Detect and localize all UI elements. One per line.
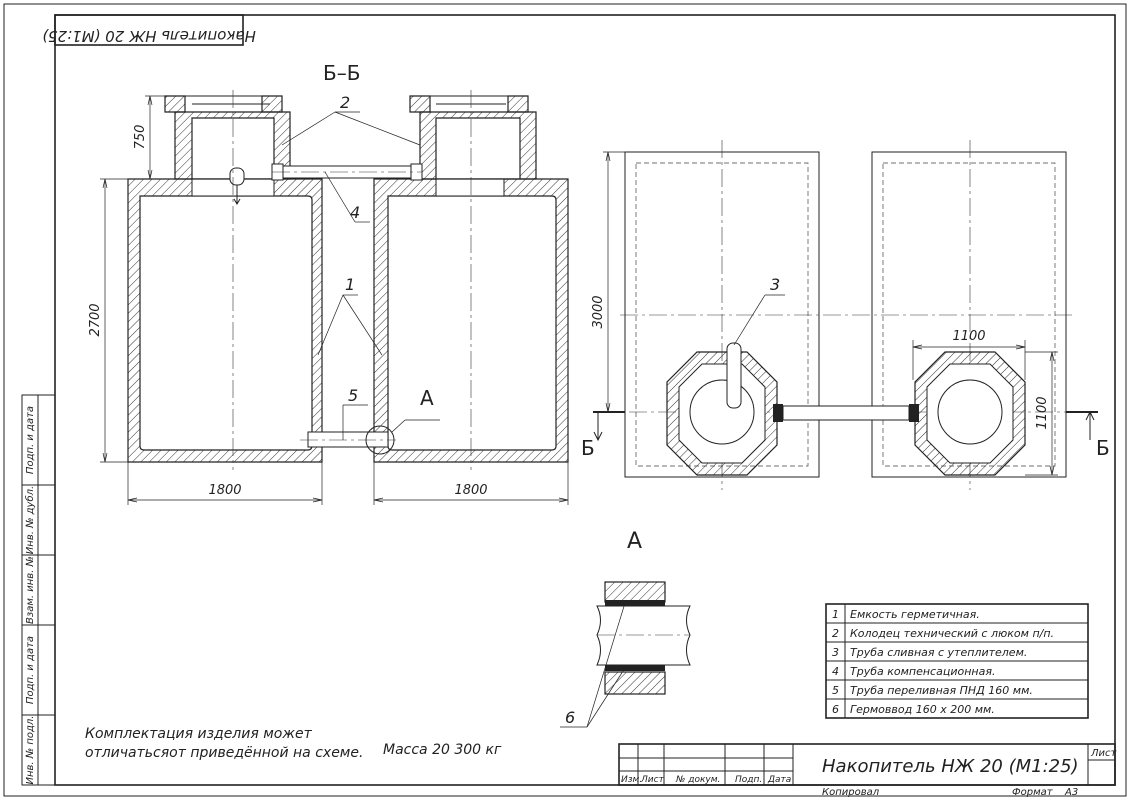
right-neck (419, 111, 537, 180)
dim-plan-length: 3000 (591, 295, 606, 328)
plan-view: Б Б 3000 1100 1100 3 (581, 140, 1110, 490)
legend-text-6: Гермоввод 160 х 200 мм. (850, 703, 995, 716)
section-mark-right: Б (1096, 436, 1110, 460)
plan-drain-pipe (726, 342, 742, 409)
legend-text-4: Труба компенсационная. (850, 665, 995, 678)
top-stamp: Накопитель НЖ 20 (М1:25) (42, 14, 256, 46)
side-stamp-4: Инв. № подл. (25, 716, 36, 785)
legend-num-2: 2 (832, 627, 839, 640)
legend-text-2: Колодец технический с люком п/п. (850, 627, 1054, 640)
plan-right-tank (871, 151, 1067, 478)
left-tank-wall (127, 178, 323, 463)
plan-compensation-pipe (782, 405, 910, 421)
legend-num-6: 6 (832, 703, 839, 716)
legend-text-3: Труба сливная с утеплителем. (850, 646, 1027, 659)
dim-width-left: 1800 (208, 483, 241, 498)
section-label: Б–Б (323, 61, 360, 85)
title-col-doc: № докум. (675, 775, 720, 785)
title-sheet-label: Лист (1090, 748, 1118, 759)
side-stamp-2: Взам. инв. № (25, 556, 36, 624)
note-line-1: Комплектация изделия может (85, 726, 313, 742)
title-col-list: Лист (640, 775, 665, 785)
title-col-sign: Подп. (735, 775, 762, 785)
title-copied: Копировал (822, 787, 880, 798)
mass-text: Масса 20 300 кг (383, 742, 502, 758)
title-format-value: А3 (1064, 787, 1078, 798)
dim-tank-height: 2700 (88, 303, 103, 336)
outer-frame (3, 3, 1127, 797)
legend-num-4: 4 (832, 665, 839, 678)
title-col-date: Дата (767, 775, 791, 785)
title-main: Накопитель НЖ 20 (М1:25) (822, 756, 1079, 777)
legend-num-1: 1 (832, 608, 839, 621)
callout-4: 4 (350, 203, 360, 222)
dim-well-width: 1100 (952, 329, 985, 344)
dim-well-depth: 1100 (1035, 396, 1050, 429)
legend-text-1: Емкость герметичная. (850, 608, 980, 621)
side-stamp-3: Подп. и дата (25, 636, 36, 704)
callout-5: 5 (348, 386, 358, 405)
callout-6: 6 (565, 708, 575, 727)
title-col-izm: Изм. (621, 775, 642, 785)
title-format-label: Формат (1012, 787, 1054, 798)
note-line-2: отличатьсяот приведённой на схеме. (85, 745, 363, 761)
side-stamp-1: Инв. № дубл. (24, 486, 36, 554)
dim-width-right: 1800 (454, 483, 487, 498)
section-view: 750 2700 1800 1800 2 4 1 5 А (88, 90, 569, 505)
side-stamp: Подп. и дата Инв. № дубл. Взам. инв. № П… (21, 394, 56, 786)
callout-3: 3 (770, 275, 780, 294)
detail-callout-a: А (420, 386, 434, 410)
callout-1: 1 (345, 275, 355, 294)
top-stamp-text: Накопитель НЖ 20 (М1:25) (42, 27, 256, 45)
overflow-pipe (307, 431, 389, 448)
side-stamp-0: Подп. и дата (25, 406, 36, 474)
section-mark-left: Б (581, 436, 595, 460)
legend-table: 1 Емкость герметичная. 2 Колодец техниче… (825, 603, 1089, 719)
detail-view: 6 (560, 581, 691, 728)
dim-neck-height: 750 (133, 125, 148, 150)
legend-num-3: 3 (832, 646, 839, 659)
title-block: Изм. Лист № докум. Подп. Дата Накопитель… (618, 743, 1118, 798)
legend-num-5: 5 (832, 684, 839, 697)
drain-pipe-section (229, 167, 245, 186)
detail-label: А (627, 529, 642, 554)
legend-text-5: Труба переливная ПНД 160 мм. (850, 684, 1033, 697)
callout-2: 2 (340, 93, 350, 112)
